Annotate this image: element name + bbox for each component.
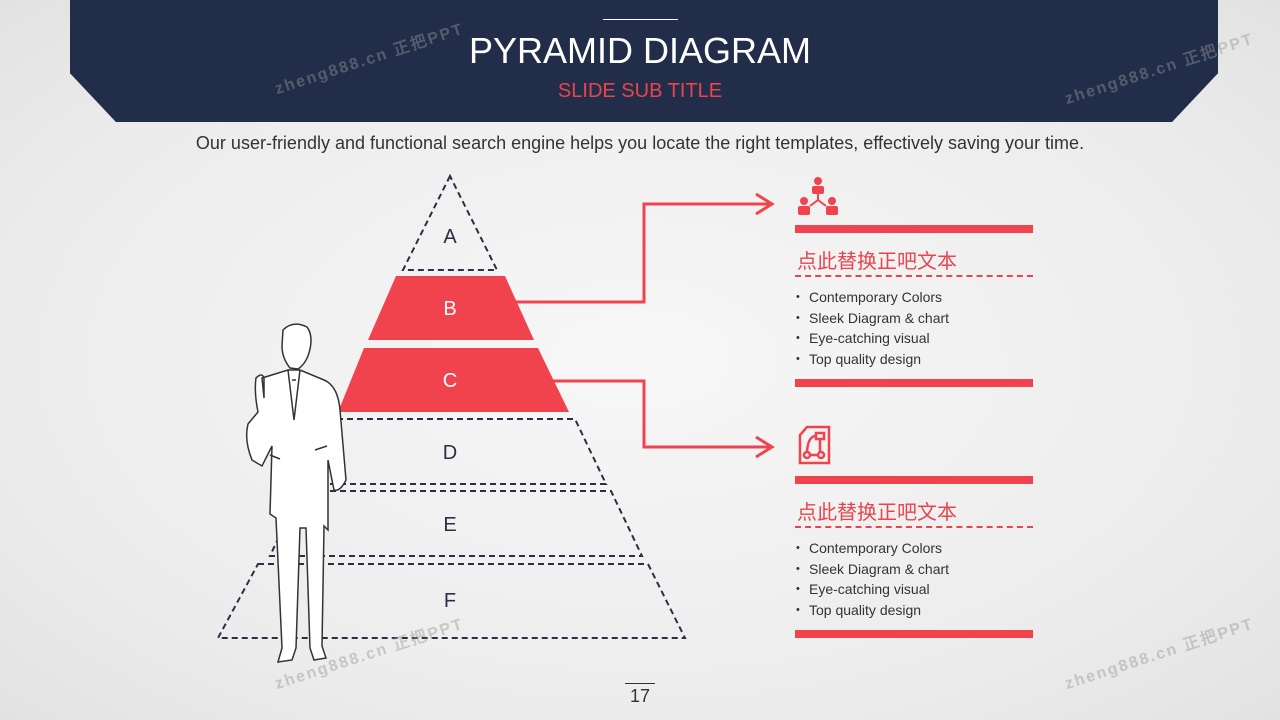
list-item: Sleek Diagram & chart	[796, 308, 1033, 329]
level-label-a: A	[443, 226, 457, 248]
list-item: Contemporary Colors	[796, 287, 1033, 308]
card-top-bar	[795, 476, 1033, 484]
card-bottom-bar	[795, 379, 1033, 387]
pyramid-level-c	[338, 348, 569, 412]
slide-subtitle: SLIDE SUB TITLE	[557, 80, 723, 102]
people-hierarchy-icon	[798, 177, 838, 215]
list-item: Top quality design	[796, 349, 1033, 370]
connector-b	[515, 202, 770, 304]
list-item: Sleek Diagram & chart	[796, 559, 1033, 580]
card-top-bar	[795, 225, 1033, 233]
card-title: 点此替换正吧文本	[797, 502, 957, 524]
list-item: Contemporary Colors	[796, 538, 1033, 559]
flowchart-document-icon	[798, 425, 831, 465]
page-number: 17	[625, 683, 655, 707]
title-divider	[603, 19, 678, 20]
arrow-head-b	[755, 192, 775, 216]
card-title: 点此替换正吧文本	[797, 251, 957, 273]
slide-title: PYRAMID DIAGRAM	[468, 30, 812, 71]
level-label-e: E	[443, 514, 457, 536]
list-item: Eye-catching visual	[796, 579, 1033, 600]
level-label-c: C	[442, 370, 458, 392]
pyramid-level-b	[368, 276, 534, 340]
businessman-figure	[245, 323, 347, 663]
pyramid-level-a	[401, 173, 499, 271]
list-item: Top quality design	[796, 600, 1033, 621]
card-divider	[795, 526, 1033, 528]
level-label-d: D	[442, 442, 458, 464]
info-card-2: 点此替换正吧文本 Contemporary Colors Sleek Diagr…	[795, 476, 1033, 638]
arrow-head-c	[755, 435, 775, 459]
list-item: Eye-catching visual	[796, 328, 1033, 349]
description: Our user-friendly and functional search …	[195, 133, 1085, 153]
card-bottom-bar	[795, 630, 1033, 638]
pyramid-level-f	[216, 563, 687, 639]
connector-c	[553, 379, 770, 449]
card-divider	[795, 275, 1033, 277]
info-card-1: 点此替换正吧文本 Contemporary Colors Sleek Diagr…	[795, 225, 1033, 387]
pyramid-level-e	[268, 490, 644, 557]
header-banner	[70, 0, 1218, 122]
level-label-b: B	[443, 298, 457, 320]
level-label-f: F	[443, 590, 457, 612]
